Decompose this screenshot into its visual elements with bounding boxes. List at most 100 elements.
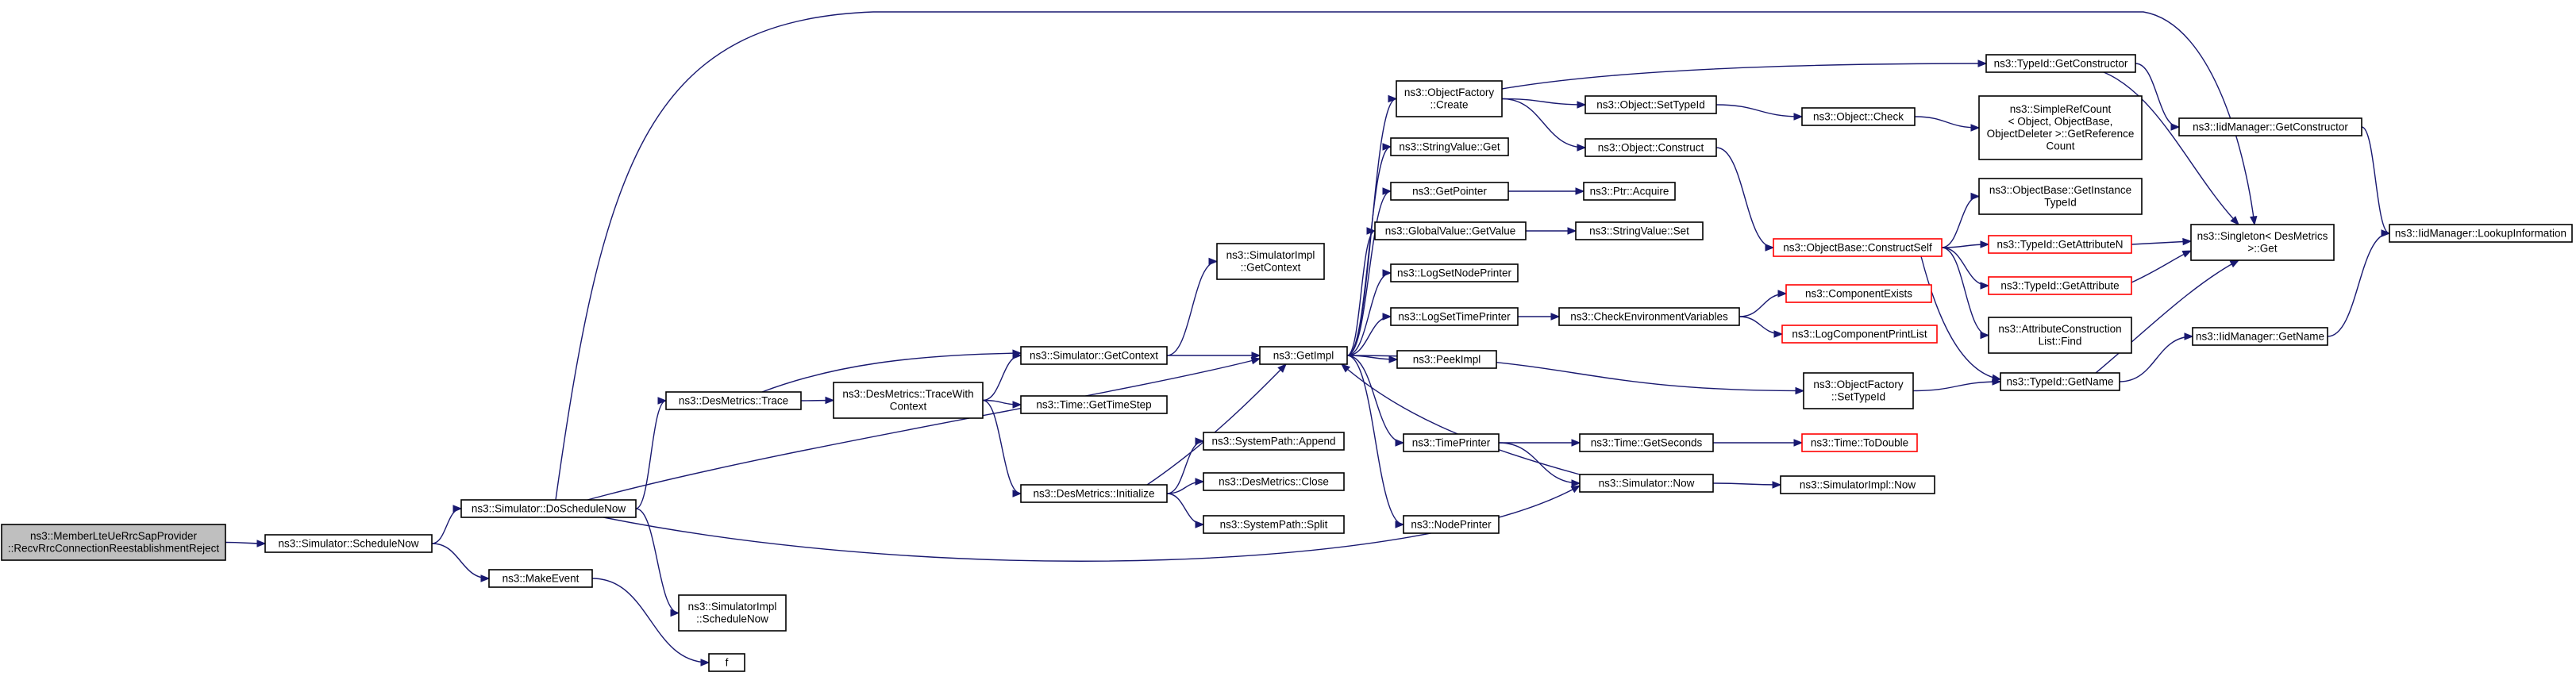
node-close[interactable]: ns3::DesMetrics::Close <box>1203 472 1345 491</box>
node-label: ns3::Simulator::GetContext <box>1030 349 1158 361</box>
node-impl-now[interactable]: ns3::SimulatorImpl::Now <box>1780 475 1935 494</box>
node-iid-get-constructor[interactable]: ns3::IidManager::GetConstructor <box>2178 117 2362 136</box>
node-do-schedule-now[interactable]: ns3::Simulator::DoScheduleNow <box>460 499 637 518</box>
edge-time-printer-to-get-seconds <box>1499 439 1581 447</box>
node-box <box>1020 395 1168 414</box>
edge-sim-now-to-get-impl <box>1340 363 1581 475</box>
node-label: ::Create <box>1430 99 1468 111</box>
edge-iid-get-constructor-to-lookup-information <box>2361 126 2391 237</box>
node-get-impl[interactable]: ns3::GetImpl <box>1259 346 1348 365</box>
edge-line <box>1501 63 1987 90</box>
edge-arrowhead <box>1277 363 1287 373</box>
node-label: ns3::ObjectBase::ConstructSelf <box>1783 241 1932 253</box>
node-box <box>1988 317 2132 354</box>
node-label: ns3::SimulatorImpl <box>1226 249 1315 261</box>
edge-line <box>1166 260 1218 356</box>
node-label: ns3::ObjectBase::GetInstance <box>1989 184 2131 196</box>
edge-arrowhead <box>1012 401 1022 409</box>
node-label: ns3::LogSetNodePrinter <box>1397 267 1512 279</box>
node-box <box>1801 107 1916 126</box>
node-object-check[interactable]: ns3::Object::Check <box>1801 107 1916 126</box>
edge-arrowhead <box>2250 216 2258 226</box>
node-simple-ref-count[interactable]: ns3::SimpleRefCount< Object, ObjectBase,… <box>1978 95 2143 160</box>
node-get-time-step[interactable]: ns3::Time::GetTimeStep <box>1020 395 1168 414</box>
node-component-exists[interactable]: ns3::ComponentExists <box>1785 284 1932 303</box>
node-make-event[interactable]: ns3::MakeEvent <box>488 569 593 588</box>
edge-arrowhead <box>1577 101 1587 109</box>
node-log-component-print-list[interactable]: ns3::LogComponentPrintList <box>1781 325 1938 344</box>
node-label: ns3::GetImpl <box>1273 349 1334 361</box>
node-factory-set-type-id[interactable]: ns3::ObjectFactory::SetTypeId <box>1803 372 1914 409</box>
node-log-set-time-printer[interactable]: ns3::LogSetTimePrinter <box>1390 307 1519 326</box>
node-iid-get-name[interactable]: ns3::IidManager::GetName <box>2192 327 2328 346</box>
node-box <box>1988 235 2132 254</box>
edge-get-impl-to-string-value-get <box>1346 143 1392 356</box>
edge-get-impl-to-node-printer <box>1346 355 1405 528</box>
node-type-id-get-name[interactable]: ns3::TypeId::GetName <box>2000 372 2120 391</box>
node-string-value-get[interactable]: ns3::StringValue::Get <box>1390 137 1509 156</box>
node-impl-schedule-now[interactable]: ns3::SimulatorImpl::ScheduleNow <box>678 594 787 632</box>
edge-arrowhead <box>2181 250 2193 258</box>
edge-line <box>761 352 1022 393</box>
edge-arrowhead <box>1012 490 1022 498</box>
edge-line <box>1739 293 1787 317</box>
node-log-set-node-printer[interactable]: ns3::LogSetNodePrinter <box>1390 263 1519 282</box>
edge-arrowhead <box>670 609 680 617</box>
node-peek-impl[interactable]: ns3::PeekImpl <box>1396 350 1497 369</box>
edge-arrowhead <box>700 659 710 667</box>
node-label: ns3::SimulatorImpl <box>688 601 777 613</box>
edge-factory-create-to-set-type-id <box>1501 98 1587 109</box>
edge-arrowhead <box>1195 521 1205 528</box>
edge-line <box>2327 232 2390 337</box>
node-get-attribute-n[interactable]: ns3::TypeId::GetAttributeN <box>1988 235 2132 254</box>
node-label: Count <box>2046 140 2074 152</box>
node-get-pointer[interactable]: ns3::GetPointer <box>1390 182 1509 201</box>
node-impl-get-context[interactable]: ns3::SimulatorImpl::GetContext <box>1216 243 1325 280</box>
node-label: ns3::LogSetTimePrinter <box>1398 310 1511 322</box>
node-label: ns3::MemberLteUeRrcSapProvider <box>30 530 198 542</box>
node-trace[interactable]: ns3::DesMetrics::Trace <box>665 391 802 410</box>
edge-line <box>1346 355 1404 525</box>
edge-get-constructor-to-iid-get-constructor <box>2135 63 2181 131</box>
node-check-env[interactable]: ns3::CheckEnvironmentVariables <box>1558 307 1740 326</box>
node-schedule-now[interactable]: ns3::Simulator::ScheduleNow <box>264 534 433 553</box>
node-sim-now[interactable]: ns3::Simulator::Now <box>1579 474 1714 493</box>
node-singleton-get[interactable]: ns3::Singleton< DesMetrics >::Get <box>2190 224 2335 261</box>
edge-line <box>1912 381 2001 392</box>
node-time-printer[interactable]: ns3::TimePrinter <box>1403 433 1500 452</box>
node-string-value-set[interactable]: ns3::StringValue::Set <box>1575 221 1704 240</box>
node-label: ns3::PeekImpl <box>1413 353 1481 365</box>
edge-get-attribute-to-singleton-get <box>2131 250 2193 283</box>
node-get-context[interactable]: ns3::Simulator::GetContext <box>1020 346 1168 365</box>
edge-do-schedule-now-to-trace <box>635 397 668 509</box>
node-factory-create[interactable]: ns3::ObjectFactory::Create <box>1396 80 1503 117</box>
node-get-constructor[interactable]: ns3::TypeId::GetConstructor <box>1985 54 2136 73</box>
node-split[interactable]: ns3::SystemPath::Split <box>1203 515 1345 534</box>
node-node-printer[interactable]: ns3::NodePrinter <box>1403 515 1500 534</box>
node-f[interactable]: f <box>708 653 745 672</box>
node-set-type-id[interactable]: ns3::Object::SetTypeId <box>1584 95 1717 114</box>
edge-construct-self-to-get-attribute-n <box>1941 240 1990 248</box>
node-initialize[interactable]: ns3::DesMetrics::Initialize <box>1020 484 1168 503</box>
edge-line <box>2131 240 2192 245</box>
edge-line <box>982 399 1022 494</box>
edge-arrowhead <box>1777 290 1788 298</box>
node-get-seconds[interactable]: ns3::Time::GetSeconds <box>1579 433 1714 452</box>
node-label: ns3::IidManager::GetName <box>2196 330 2324 342</box>
node-to-double[interactable]: ns3::Time::ToDouble <box>1801 433 1918 452</box>
node-append[interactable]: ns3::SystemPath::Append <box>1203 432 1345 451</box>
edge-global-get-value-to-string-value-set <box>1525 227 1577 235</box>
node-label: ::RecvRrcConnectionReestablishmentReject <box>8 543 220 555</box>
node-obj-construct[interactable]: ns3::Object::Construct <box>1584 138 1717 157</box>
edge-arrowhead <box>1765 244 1775 252</box>
node-box <box>1584 95 1717 114</box>
node-get-attribute[interactable]: ns3::TypeId::GetAttribute <box>1988 276 2132 295</box>
node-ptr-acquire[interactable]: ns3::Ptr::Acquire <box>1583 182 1676 201</box>
node-label: ns3::ComponentExists <box>1805 287 1912 299</box>
node-lookup-information[interactable]: ns3::IidManager::LookupInformation <box>2389 224 2573 243</box>
node-global-get-value[interactable]: ns3::GlobalValue::GetValue <box>1374 221 1527 240</box>
node-construct-self[interactable]: ns3::ObjectBase::ConstructSelf <box>1773 238 1943 257</box>
